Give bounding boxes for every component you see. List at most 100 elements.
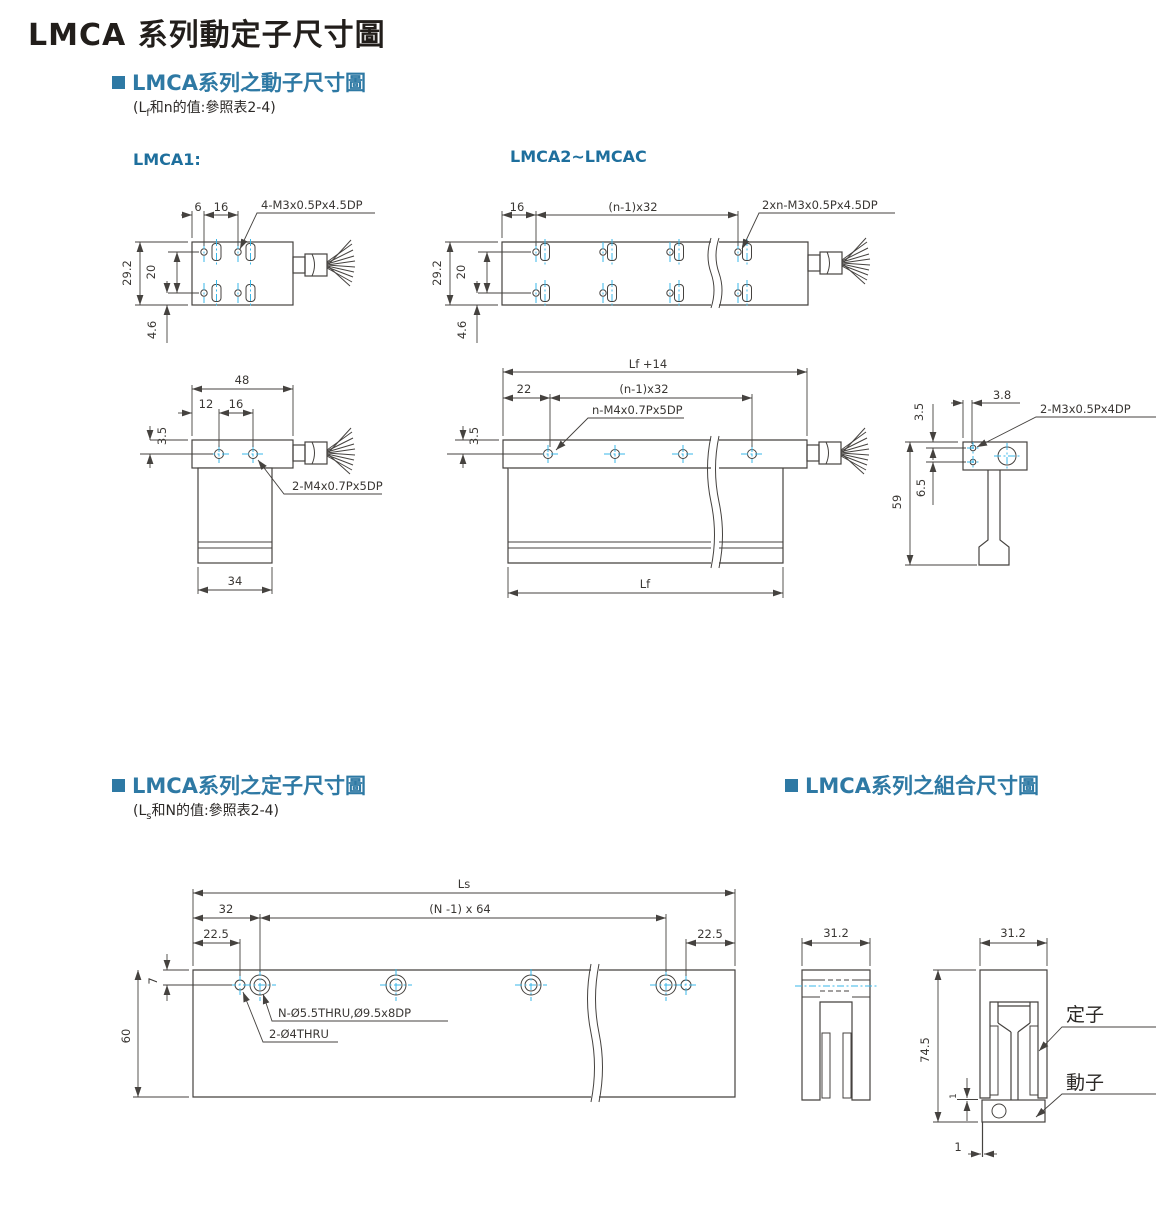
thru-hole-spec: 2-Ø4THRU [269, 1027, 329, 1041]
thread-spec: 2-M4x0.7Px5DP [292, 479, 383, 493]
note-sub: f [146, 107, 150, 119]
note-pre: (L [133, 100, 147, 116]
dim-blade-1: 1 [954, 1140, 961, 1154]
mover-lower-left [507, 468, 711, 564]
break-line [715, 435, 723, 569]
break-line [707, 435, 715, 569]
dim-4-6: 4.6 [145, 321, 159, 339]
dim-20: 20 [144, 265, 158, 280]
dimension-lines [133, 889, 736, 1098]
break-line [587, 963, 595, 1103]
lmca1-side-view-drawing: 12 16 48 3.5 2-M4x0.7Px5DP 34 [140, 373, 383, 594]
dim-60: 60 [119, 1029, 133, 1044]
dim-6-5: 6.5 [914, 479, 928, 497]
break-line [707, 237, 715, 309]
dim-3-8: 3.8 [993, 388, 1011, 402]
note-post: 和n的值:參照表2-4) [149, 100, 276, 116]
stator-body-left [192, 969, 591, 1098]
stator-section-drawing: 31.2 [795, 926, 877, 1101]
dim-20: 20 [454, 265, 468, 280]
dim-6: 6 [194, 200, 201, 214]
dimension-lines [905, 399, 1156, 566]
assembly-section-heading: LMCA系列之組合尺寸圖 [805, 774, 1039, 798]
dimension-lines [801, 938, 871, 966]
dim-32: 32 [219, 902, 234, 916]
note-pre: (L [133, 803, 147, 819]
mover-label: 動子 [1066, 1072, 1104, 1094]
label-lmca2-lmcac: LMCA2~LMCAC [510, 147, 647, 166]
dim-7: 7 [146, 977, 160, 984]
cable-hole [991, 1103, 1007, 1119]
mover-top-bar-right [719, 439, 808, 469]
dimension-lines [140, 385, 382, 594]
lmca1-top-view-drawing: 6 16 4-M3x0.5Px4.5DP 29.2 20 4.6 [120, 198, 375, 343]
break-line [595, 963, 603, 1103]
mover-section-note: (Lf和n的值:參照表2-4) [133, 97, 276, 119]
stator-body-right [599, 969, 736, 1098]
dim-4-6: 4.6 [455, 321, 469, 339]
stator-label: 定子 [1066, 1004, 1104, 1026]
lmca2-side-view-drawing: Lf +14 22 (n-1)x32 n-M4x0.7Px5DP 3.5 Lf [447, 357, 870, 598]
dim-59: 59 [890, 495, 904, 510]
counterbore-spec: N-Ø5.5THRU,Ø9.5x8DP [278, 1006, 411, 1020]
dimension-lines [447, 368, 808, 598]
dim-ls: Ls [458, 877, 470, 891]
thread-spec: 2-M3x0.5Px4DP [1040, 402, 1131, 416]
break-line [715, 237, 723, 309]
note-sub: s [146, 810, 152, 822]
dim-lf: Lf [640, 577, 651, 591]
note-post: 和N的值:參照表2-4) [151, 803, 280, 819]
mover-lower-right [719, 468, 784, 564]
dim-3-5: 3.5 [912, 403, 926, 421]
dim-31-2: 31.2 [1000, 926, 1026, 940]
dim-3-5: 3.5 [467, 427, 481, 445]
cable [292, 239, 356, 287]
mover-body-left [501, 241, 711, 306]
dim-3-5: 3.5 [155, 427, 169, 445]
magnet-plate [1029, 1025, 1039, 1096]
dimension-lines [933, 938, 1156, 1158]
dim-16: 16 [510, 200, 525, 214]
dim-lf14: Lf +14 [629, 357, 667, 371]
page-title: LMCA 系列動定子尺寸圖 [28, 18, 386, 53]
dim-74-5: 74.5 [918, 1037, 932, 1063]
magnet-plate [989, 1025, 999, 1096]
mover-section-heading: LMCA系列之動子尺寸圖 [132, 71, 366, 95]
dim-pitch: (N -1) x 64 [429, 902, 490, 916]
mover-body-right [719, 241, 809, 306]
dim-22-5: 22.5 [203, 927, 229, 941]
cable [292, 427, 356, 475]
dim-22-5: 22.5 [697, 927, 723, 941]
dim-16: 16 [214, 200, 229, 214]
stator-section-heading: LMCA系列之定子尺寸圖 [132, 774, 366, 798]
mover-blade [997, 1002, 1031, 1100]
label-lmca1: LMCA1: [133, 150, 201, 169]
magnet-plate [821, 1032, 831, 1099]
section-bullet [112, 779, 125, 792]
dimension-lines [445, 211, 895, 343]
dim-31-2: 31.2 [823, 926, 849, 940]
stator-section-note: (Ls和N的值:參照表2-4) [133, 800, 279, 822]
dim-29-2: 29.2 [430, 260, 444, 286]
magnet-plate [842, 1032, 852, 1099]
cable [806, 427, 870, 475]
thread-spec: n-M4x0.7Px5DP [592, 403, 683, 417]
stator-top-view-drawing: Ls 32 (N -1) x 64 22.5 22.5 7 60 N-Ø5.5T… [119, 877, 736, 1103]
cable [807, 237, 871, 285]
mover-end-view-drawing: 3.5 3.8 2-M3x0.5Px4DP 59 6.5 [890, 388, 1156, 566]
lmca2-top-view-drawing: 16 (n-1)x32 2xn-M3x0.5Px4.5DP 29.2 20 4.… [430, 198, 895, 343]
mover-blade [978, 470, 1010, 566]
stator-yoke [801, 969, 871, 1101]
mover-lower-body [197, 467, 273, 564]
assembly-section-drawing: 31.2 74.5 1 1 定子 動子 [918, 926, 1156, 1158]
dimension-lines [135, 211, 375, 343]
dim-48: 48 [235, 373, 250, 387]
thread-spec: 4-M3x0.5Px4.5DP [261, 198, 363, 212]
dim-34: 34 [228, 574, 243, 588]
dim-29-2: 29.2 [120, 260, 134, 286]
dim-gap-1: 1 [949, 1093, 959, 1098]
mover-base [981, 1099, 1046, 1123]
section-bullet [785, 779, 798, 792]
dim-16: 16 [229, 397, 244, 411]
